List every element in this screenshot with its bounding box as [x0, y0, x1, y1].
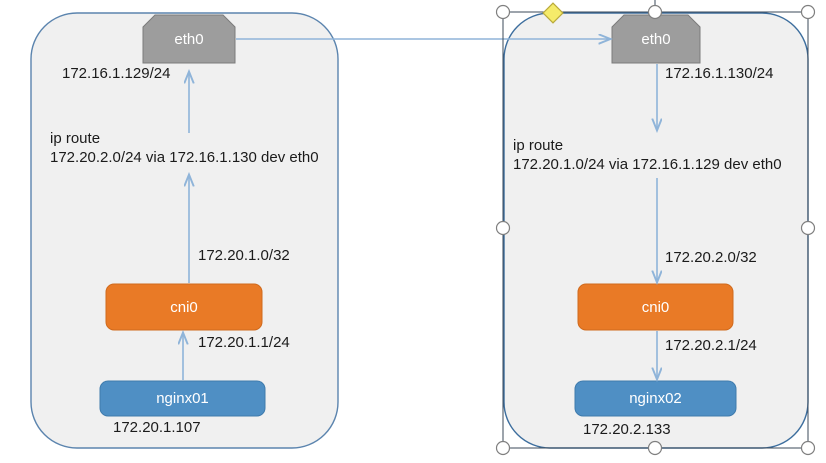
left-route-line2: 172.20.2.0/24 via 172.16.1.130 dev eth0 [50, 149, 319, 166]
right-eth0-ip-label: 172.16.1.130/24 [665, 65, 774, 82]
handle-bottom-center[interactable] [647, 440, 663, 456]
handle-top-center[interactable] [647, 4, 663, 20]
handle-top-left[interactable] [495, 4, 511, 20]
right-eth0-shape[interactable] [611, 14, 701, 64]
right-cni0-shape[interactable] [577, 283, 734, 331]
left-host-container[interactable] [30, 12, 339, 449]
left-cni0-gateway-ip-label: 172.20.1.1/24 [198, 334, 290, 351]
handle-middle-left[interactable] [495, 220, 511, 236]
left-cni0-shape[interactable] [105, 283, 263, 331]
right-route-line2: 172.20.1.0/24 via 172.16.1.129 dev eth0 [513, 156, 782, 173]
right-route-line1: ip route [513, 137, 564, 154]
left-eth0-shape[interactable] [142, 14, 236, 64]
right-pod-ip-label: 172.20.2.133 [583, 421, 671, 438]
handle-bottom-left[interactable] [495, 440, 511, 456]
right-cni0-uplink-ip-label: 172.20.2.0/32 [665, 249, 757, 266]
right-pod-shape[interactable] [574, 380, 737, 417]
left-cni0-uplink-ip-label: 172.20.1.0/32 [198, 247, 290, 264]
selection-handles-group[interactable] [495, 2, 816, 456]
left-pod-shape[interactable] [99, 380, 266, 417]
left-route-line1: ip route [50, 130, 101, 147]
right-cni0-gateway-ip-label: 172.20.2.1/24 [665, 337, 757, 354]
handle-bottom-right[interactable] [800, 440, 816, 456]
handle-middle-right[interactable] [800, 220, 816, 236]
left-eth0-ip-label: 172.16.1.129/24 [62, 65, 171, 82]
left-pod-ip-label: 172.20.1.107 [113, 419, 201, 436]
corner-radius-adjust-handle[interactable] [542, 2, 564, 24]
handle-top-right[interactable] [800, 4, 816, 20]
